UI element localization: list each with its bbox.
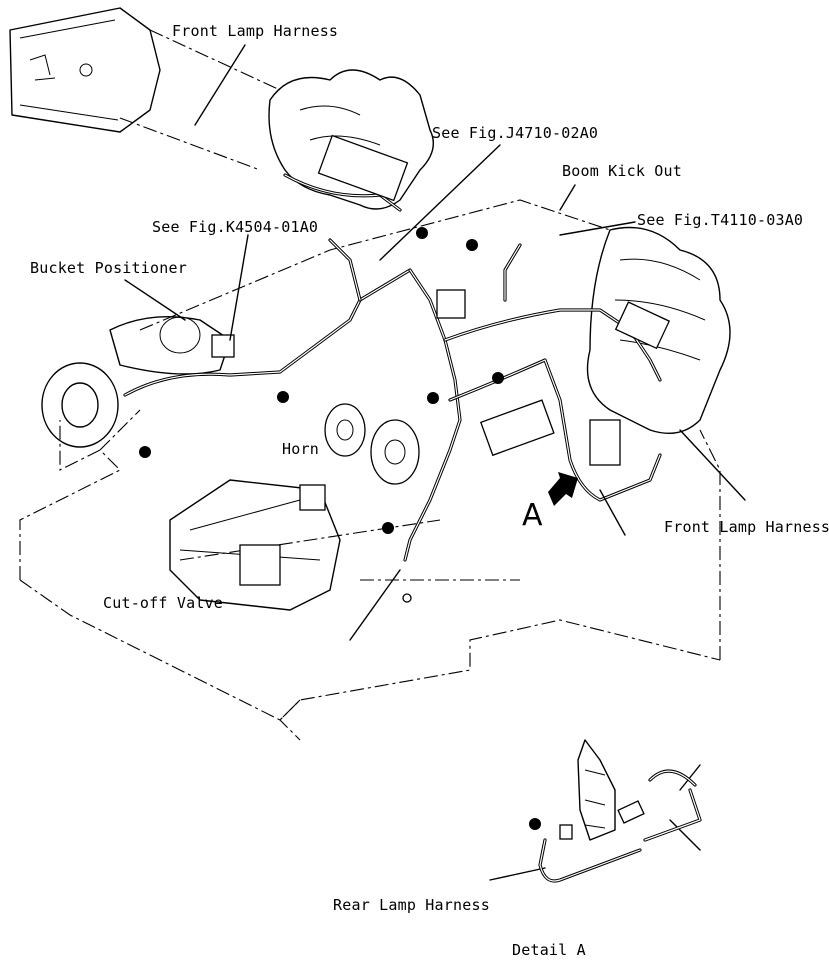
leader-lines [124,44,746,881]
label-front-lamp-harness-top: Front Lamp Harness [172,22,339,40]
horn [324,399,621,485]
view-arrow-a [548,472,578,506]
detail-a-inset [529,739,702,883]
engine-block [268,69,434,210]
label-horn: Horn [282,440,319,458]
main-harness [123,173,662,562]
label-cut-off-valve: Cut-off Valve [103,594,223,612]
cut-off-valve [169,479,341,611]
label-rear-lamp-harness: Rear Lamp Harness [333,896,490,914]
machine-frame-outline [19,199,721,741]
label-see-fig-t4110: See Fig.T4110-03A0 [637,211,804,229]
label-view-a: A [522,498,543,533]
label-see-fig-j4710: See Fig.J4710-02A0 [432,124,599,142]
front-lamp-top [9,7,281,171]
label-bucket-positioner: Bucket Positioner [30,259,187,277]
label-boom-kick-out: Boom Kick Out [562,162,682,180]
label-detail-a: Detail A [512,941,586,959]
label-see-fig-k4504: See Fig.K4504-01A0 [152,218,319,236]
left-wheel [41,316,231,448]
bolts [139,134,671,603]
label-front-lamp-harness-right: Front Lamp Harness [664,518,829,536]
right-engine-block [586,226,731,434]
